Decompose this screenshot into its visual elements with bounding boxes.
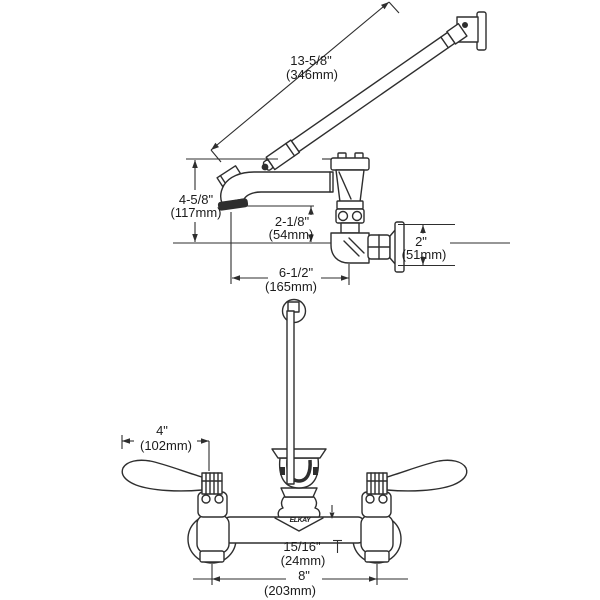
center-band <box>280 487 318 498</box>
knurled-stem-left <box>201 472 223 495</box>
dimension-spout-height: 4-5/8" (117mm) <box>170 158 332 242</box>
dim-outlet-drop-inches: 2-1/8" <box>275 214 310 229</box>
valve-front-right <box>360 514 394 554</box>
dimension-outlet-offset: 15/16" (24mm) <box>281 505 342 568</box>
valve-flange <box>336 200 364 210</box>
center-mount <box>277 496 321 518</box>
handle-cap <box>330 157 370 171</box>
dim-outlet-drop-mm: (54mm) <box>269 227 314 242</box>
valve-body-side <box>330 152 405 273</box>
side-view: 13-5/8" (346mm) 4-5/8" (117mm) 2-1/8" (5… <box>170 1 510 294</box>
valve-front-left <box>196 514 230 554</box>
dimension-flange: 2" (51mm) <box>398 223 455 267</box>
bonnet-right <box>361 491 392 518</box>
brand-logo: ELKAY <box>290 517 313 524</box>
wrist-handle-left <box>121 459 203 492</box>
dimension-hose-length: 13-5/8" (346mm) <box>210 1 400 163</box>
dim-inlet-spread-inches: 8" <box>298 568 310 583</box>
dim-spout-reach-mm: (165mm) <box>265 279 317 294</box>
spray-pivot-dot <box>261 163 269 171</box>
body-center-chevron <box>274 517 324 532</box>
dim-outlet-offset-mm: (24mm) <box>281 553 326 568</box>
base-cap-right <box>364 550 390 563</box>
dim-spout-height-mm: (117mm) <box>170 205 221 220</box>
dimension-spout-reach: 6-1/2" (165mm) <box>230 212 350 294</box>
dim-hose-length-mm: (346mm) <box>286 67 338 82</box>
inlet-elbow <box>330 232 370 264</box>
spray-hose <box>262 22 468 171</box>
sprayer-rod <box>286 310 295 485</box>
dim-handle-length-inches: 4" <box>156 423 168 438</box>
dimension-handle-length: 4" (102mm) <box>121 423 210 471</box>
clip-tab-left <box>280 467 285 475</box>
spout-tip-front <box>278 457 320 489</box>
bracket-pivot-dot <box>462 22 468 28</box>
valve-neck <box>340 222 360 234</box>
dimension-inlet-spread: 8" (203mm) <box>193 564 408 598</box>
front-view: ELKAY 4" (102mm) 15/16" (24mm) <box>121 298 468 598</box>
wrist-handle-right <box>386 459 468 492</box>
wall-flange <box>394 221 405 273</box>
hose-tube <box>290 31 456 153</box>
base-cap-left <box>199 550 225 563</box>
dim-flange-inches: 2" <box>415 234 427 249</box>
bonnet-left <box>197 491 228 518</box>
dim-handle-length-mm: (102mm) <box>140 438 192 453</box>
dim-spout-reach-inches: 6-1/2" <box>279 265 314 280</box>
aerator <box>217 198 249 211</box>
dim-hose-length-inches: 13-5/8" <box>290 53 332 68</box>
clip-tab-right <box>313 467 318 475</box>
dimension-outlet-drop: 2-1/8" (54mm) <box>240 205 314 242</box>
knurled-stem-right <box>366 472 388 495</box>
dim-inlet-spread-mm: (203mm) <box>264 583 316 598</box>
dim-flange-mm: (51mm) <box>402 247 447 262</box>
dim-spout-height-inches: 4-5/8" <box>179 192 214 207</box>
swing-spout <box>219 171 334 204</box>
dim-outlet-offset-inches: 15/16" <box>283 539 321 554</box>
top-flange-front <box>271 448 327 459</box>
